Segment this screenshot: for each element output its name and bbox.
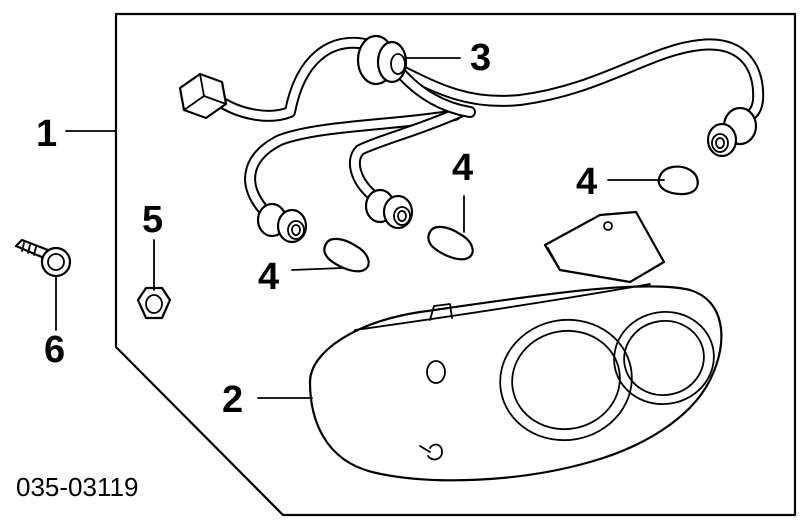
callout-5: 5 bbox=[142, 199, 163, 241]
callout-1: 1 bbox=[36, 113, 57, 155]
connector-plug bbox=[178, 72, 228, 120]
callout-6: 6 bbox=[44, 329, 65, 371]
bulb-middle bbox=[427, 225, 474, 261]
wiring-harness bbox=[212, 36, 765, 214]
callout-4-right: 4 bbox=[576, 161, 597, 203]
assembly-frame bbox=[114, 12, 797, 517]
callout-4-middle: 4 bbox=[452, 147, 473, 189]
leader-lines bbox=[55, 57, 665, 399]
bulb-socket-middle bbox=[364, 188, 414, 230]
bulb-socket-left bbox=[256, 202, 308, 244]
grommet bbox=[356, 34, 408, 86]
bulb-right bbox=[657, 165, 699, 196]
lens-housing bbox=[308, 210, 723, 482]
bulb-left bbox=[323, 237, 370, 273]
callout-2: 2 bbox=[222, 379, 243, 421]
nut bbox=[136, 286, 172, 320]
callout-4-left: 4 bbox=[258, 256, 279, 298]
part-number: 035-03119 bbox=[16, 472, 138, 502]
screw bbox=[14, 238, 72, 278]
callout-3: 3 bbox=[470, 37, 491, 79]
bulb-socket-right bbox=[706, 106, 758, 158]
